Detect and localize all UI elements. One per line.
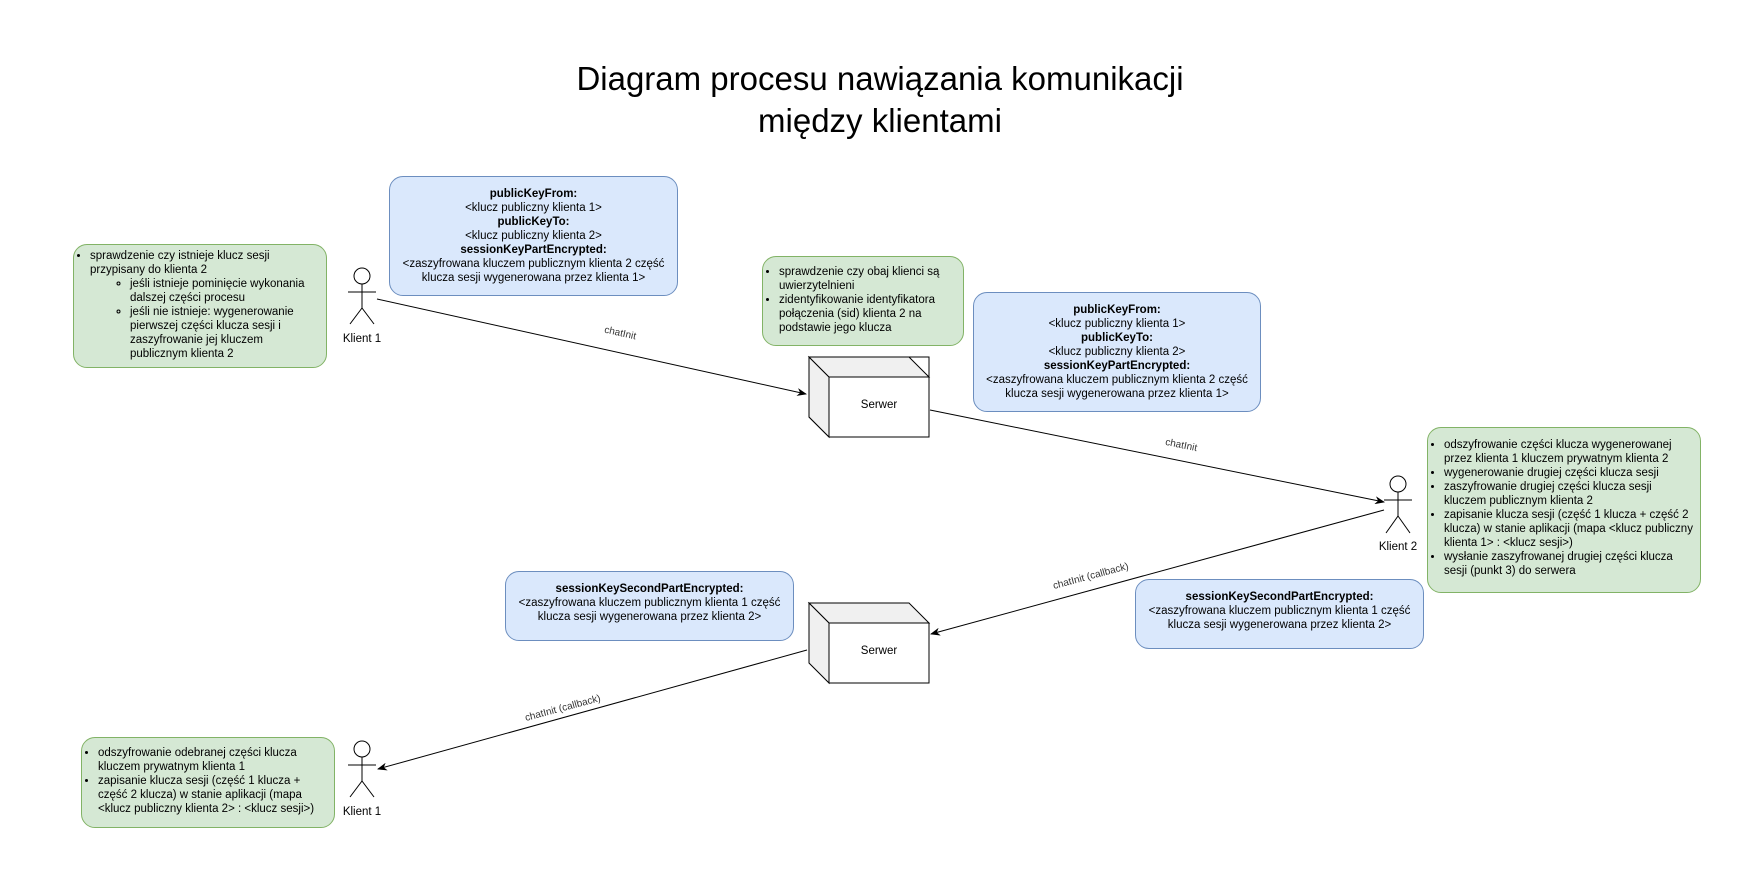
note-item: sprawdzenie czy obaj klienci są uwierzyt… <box>779 265 957 293</box>
note-item: zapisanie klucza sesji (część 1 klucza +… <box>98 774 328 816</box>
actor-label-client2: Klient 2 <box>1378 541 1418 553</box>
payload-key: publicKeyFrom: <box>489 188 578 200</box>
payload-note-1: publicKeyFrom: <klucz publiczny klienta … <box>389 176 678 296</box>
actor-label-client1-top: Klient 1 <box>342 333 382 345</box>
note-item: zapisanie klucza sesji (część 1 klucza +… <box>1444 508 1694 550</box>
note-server-checks: sprawdzenie czy obaj klienci są uwierzyt… <box>762 256 964 346</box>
note-client2-steps: odszyfrowanie części klucza wygenerowane… <box>1427 427 1701 593</box>
note-client1-checks: sprawdzenie czy istnieje klucz sesji prz… <box>73 244 327 368</box>
payload-key: publicKeyTo: <box>1081 332 1153 344</box>
server-label-bottom: Serwer <box>860 645 898 657</box>
note-subitem: jeśli istnieje pominięcie wykonania dals… <box>130 277 320 305</box>
edge-callback-1 <box>930 509 1385 636</box>
edge-callback-2 <box>377 649 808 771</box>
note-item: wygenerowanie drugiej części klucza sesj… <box>1444 466 1694 480</box>
server-bottom-box <box>807 601 931 685</box>
payload-value: <klucz publiczny klienta 2> <box>465 230 602 242</box>
note-item: zaszyfrowanie drugiej części klucza sesj… <box>1444 480 1694 508</box>
payload-key: sessionKeyPartEncrypted: <box>1043 360 1191 372</box>
note-item: odszyfrowanie części klucza wygenerowane… <box>1444 438 1694 466</box>
payload-note-3: sessionKeySecondPartEncrypted: <zaszyfro… <box>505 571 794 641</box>
title-line-1: Diagram procesu nawiązania komunikacji <box>576 60 1184 97</box>
payload-key: sessionKeySecondPartEncrypted: <box>1185 591 1374 603</box>
actor-label-client1-bottom: Klient 1 <box>342 806 382 818</box>
actor-client1-top <box>348 267 376 325</box>
diagram-title: Diagram procesu nawiązania komunikacji m… <box>560 58 1200 142</box>
payload-note-2: publicKeyFrom: <klucz publiczny klienta … <box>973 292 1261 412</box>
note-subitem: jeśli nie istnieje: wygenerowanie pierws… <box>130 305 320 361</box>
edge-chatinit-2 <box>929 409 1385 505</box>
note-item: wysłanie zaszyfrowanej drugiej części kl… <box>1444 550 1694 578</box>
payload-value: <zaszyfrowana kluczem publicznym klienta… <box>402 258 665 284</box>
note-item: odszyfrowanie odebranej części klucza kl… <box>98 746 328 774</box>
payload-value: <zaszyfrowana kluczem publicznym klienta… <box>1148 605 1411 631</box>
payload-key: sessionKeyPartEncrypted: <box>460 244 607 256</box>
note-item: zidentyfikowanie identyfikatora połączen… <box>779 293 957 335</box>
payload-value: <klucz publiczny klienta 1> <box>465 202 602 214</box>
payload-value: <klucz publiczny klienta 2> <box>1048 346 1186 358</box>
payload-value: <zaszyfrowana kluczem publicznym klienta… <box>986 374 1248 400</box>
payload-key: sessionKeySecondPartEncrypted: <box>555 583 744 595</box>
server-top-box <box>807 355 931 439</box>
payload-value: <klucz publiczny klienta 1> <box>1048 318 1186 330</box>
server-label-top: Serwer <box>860 399 898 411</box>
payload-key: publicKeyFrom: <box>1073 304 1161 316</box>
payload-value: <zaszyfrowana kluczem publicznym klienta… <box>518 597 781 623</box>
payload-note-4: sessionKeySecondPartEncrypted: <zaszyfro… <box>1135 579 1424 649</box>
title-line-2: między klientami <box>758 102 1002 139</box>
actor-client1-bottom <box>348 740 376 798</box>
edge-chatinit-1 <box>376 298 807 396</box>
payload-key: publicKeyTo: <box>497 216 570 228</box>
note-item: sprawdzenie czy istnieje klucz sesji prz… <box>90 249 320 361</box>
actor-client2 <box>1384 475 1412 534</box>
note-client1-final: odszyfrowanie odebranej części klucza kl… <box>81 737 335 828</box>
